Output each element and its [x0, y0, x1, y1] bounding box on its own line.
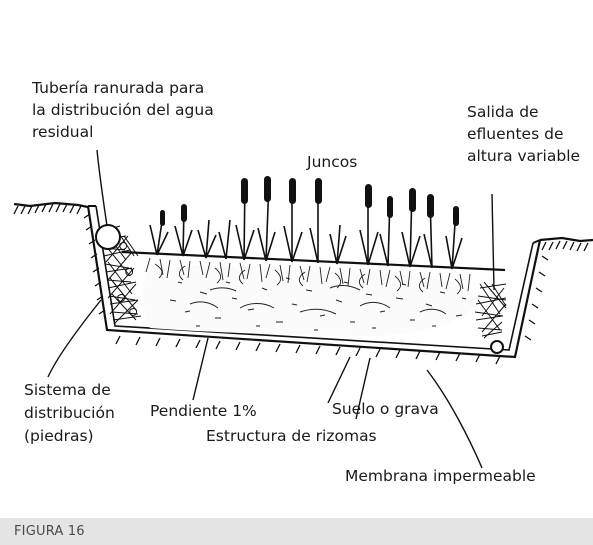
outlet-pipe — [490, 340, 504, 354]
label-slotted-pipe: Tubería ranurada para la distribución de… — [31, 79, 219, 141]
gravel-speckles — [169, 277, 467, 331]
reed-heads — [160, 176, 459, 226]
label-slotted-pipe-line-1: Tubería ranurada para — [31, 79, 204, 97]
label-slotted-pipe-line-2: la distribución del agua — [32, 101, 214, 119]
label-distribution-system: Sistema de distribución (piedras) — [24, 381, 120, 445]
label-distribution-line-3: (piedras) — [24, 427, 94, 445]
membrane-hatching — [115, 335, 501, 365]
diagram-background — [0, 0, 593, 517]
soil-surface — [121, 250, 506, 272]
label-outlet-line-2: efluentes de — [467, 125, 563, 143]
label-outlet-line-1: Salida de — [467, 103, 539, 121]
label-membrane: Membrana impermeable — [345, 467, 536, 485]
label-soil: Suelo o grava — [332, 400, 439, 418]
label-outlet: Salida de efluentes de altura variable — [467, 103, 580, 165]
label-slope: Pendiente 1% — [150, 402, 257, 420]
wetland-diagram: Tubería ranurada para la distribución de… — [0, 0, 593, 517]
outlet-stones — [474, 281, 507, 339]
root-mass — [145, 257, 471, 295]
basin-outline — [86, 205, 542, 359]
label-distribution-line-1: Sistema de — [24, 381, 111, 399]
ground-hatching — [13, 203, 106, 315]
label-rhizomes: Estructura de rizomas — [206, 427, 377, 445]
ground-surface — [13, 201, 593, 243]
label-outlet-line-3: altura variable — [467, 147, 580, 165]
caption-bar: FIGURA 16 — [0, 517, 593, 545]
leader-lines — [47, 149, 495, 469]
figure-caption: FIGURA 16 — [14, 524, 85, 539]
slotted-pipe — [95, 224, 121, 250]
label-slotted-pipe-line-3: residual — [32, 123, 93, 141]
label-distribution-line-2: distribución — [24, 404, 115, 422]
label-reeds: Juncos — [306, 153, 357, 171]
reeds — [149, 179, 463, 270]
ground-hatching-right — [524, 240, 589, 341]
gravel-bed — [142, 265, 478, 336]
